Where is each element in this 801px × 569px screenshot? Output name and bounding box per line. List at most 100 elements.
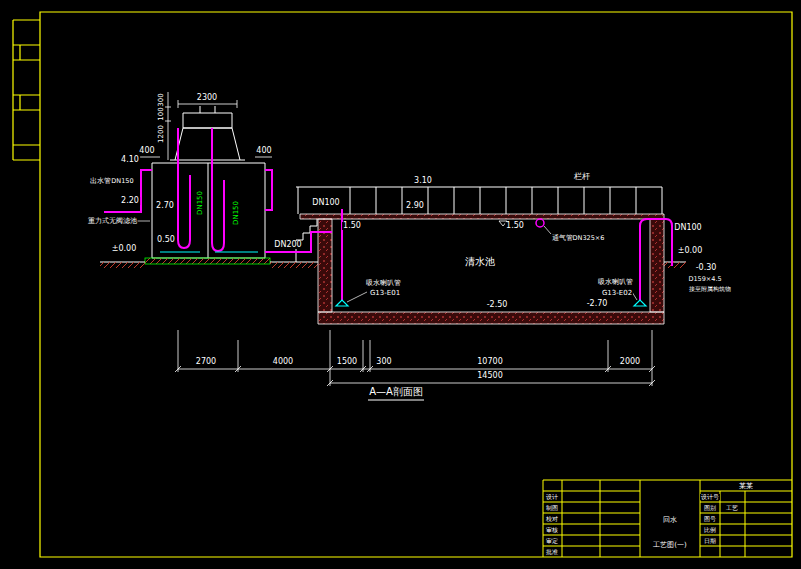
label-wrap: 工艺图(一) <box>652 542 687 549</box>
label-wrap: 制图 <box>545 505 559 511</box>
label-wrap: 图别 <box>703 505 717 511</box>
annotation-text: ±0.00 <box>677 247 704 255</box>
filter-pipes <box>104 128 272 251</box>
annotation-text: 审定 <box>545 538 559 544</box>
tank-concrete <box>300 214 664 324</box>
clear-water-tank: 清水池 <box>332 219 650 312</box>
pipe-connector <box>265 232 332 252</box>
label-wrap: 栏杆 <box>573 173 591 181</box>
annotation-text: 某某 <box>738 483 754 490</box>
dimension-lines <box>175 330 655 386</box>
annotation-text: 1.50 <box>505 222 525 230</box>
annotation-text: DN100 <box>673 224 702 232</box>
pipe-size: DN200 <box>273 241 302 249</box>
label-wrap: 14500 <box>476 372 503 380</box>
annotation-text: 2.20 <box>120 197 140 205</box>
label-wrap: 吸水喇叭管 <box>597 279 634 286</box>
annotation-text: G13-E02 <box>601 290 633 297</box>
annotation-text: 2.90 <box>405 202 425 210</box>
label-wrap: 接至附属构筑物 <box>688 286 732 292</box>
node-label: DN150 <box>233 201 240 225</box>
section-caption: A—A剖面图 <box>368 387 424 397</box>
label-wrap: 重力式无阀滤池 <box>87 218 138 225</box>
annotation-text: 1.50 <box>342 222 362 230</box>
annotation-text: 日期 <box>703 538 717 544</box>
annotation-text: 审核 <box>545 527 559 533</box>
node-label: DN150 <box>197 191 204 215</box>
annotation-text: 400 <box>255 147 272 155</box>
node-text-wrap: 清水池 <box>465 257 495 267</box>
label-wrap: 400 <box>138 147 155 155</box>
label-wrap: 2700 <box>195 358 217 366</box>
annotation-text: 2700 <box>195 358 217 366</box>
annotation-text: 回水 <box>662 517 678 524</box>
vent-pipe <box>536 219 544 227</box>
annotation-text: 100 <box>158 106 165 121</box>
caption-wrap: A—A剖面图 <box>368 387 424 397</box>
label-wrap: 批准 <box>545 549 559 555</box>
label-wrap: 400 <box>255 147 272 155</box>
ground-hatch <box>664 262 686 268</box>
label-wrap: 0.50 <box>156 236 176 244</box>
annotation-text: 2000 <box>619 358 641 366</box>
annotation-text: -2.50 <box>486 301 509 309</box>
annotation-text: 比例 <box>703 527 717 533</box>
annotation-text: 图号 <box>703 516 717 522</box>
railing <box>296 187 662 214</box>
leader-lines <box>136 221 637 302</box>
annotation-text: 4000 <box>272 358 294 366</box>
label-wrap: 3.10 <box>413 177 433 185</box>
sheet-frame <box>13 12 792 557</box>
annotation-text: 设计 <box>545 494 559 500</box>
filter-body <box>152 106 265 258</box>
annotation-text: 10700 <box>476 358 503 366</box>
annotation-text: 400 <box>138 147 155 155</box>
filter-internals <box>160 252 258 253</box>
node-label: 清水池 <box>465 257 495 267</box>
annotation-text: 工艺图(一) <box>652 542 687 549</box>
label-wrap: 100 <box>158 106 165 121</box>
annotation-text: 批准 <box>545 549 559 555</box>
label-wrap: 某某 <box>738 483 754 490</box>
annotation-text: 设计号 <box>700 494 720 500</box>
annotation-text: 吸水喇叭管 <box>597 279 634 286</box>
annotation-text: D159×4.5 <box>687 276 722 283</box>
annotation-text: -2.70 <box>586 300 609 308</box>
annotation-text: 0.50 <box>156 236 176 244</box>
annotation-text: 通气管DN325×6 <box>551 235 606 242</box>
label-wrap: 审核 <box>545 527 559 533</box>
node-text-wrap: DN150 <box>233 201 240 225</box>
edge-label-wrap: DN200 <box>273 241 302 249</box>
label-wrap: 1200 <box>158 124 165 144</box>
ground-hatch <box>270 262 318 268</box>
annotation-text: 校对 <box>545 516 559 522</box>
label-wrap: DN100 <box>673 224 702 232</box>
ground-line <box>100 262 686 263</box>
label-wrap: -2.50 <box>486 301 509 309</box>
label-wrap: 图号 <box>703 516 717 522</box>
annotation-text: 栏杆 <box>573 173 591 181</box>
node-text-wrap: DN150 <box>197 191 204 215</box>
label-wrap: -0.30 <box>695 264 718 272</box>
annotation-text: DN100 <box>311 199 340 207</box>
label-wrap: 比例 <box>703 527 717 533</box>
annotation-text: 300 <box>375 358 392 366</box>
label-wrap: 10700 <box>476 358 503 366</box>
label-wrap: G13-E02 <box>601 290 633 297</box>
label-wrap: 2.90 <box>405 202 425 210</box>
label-wrap: 设计号 <box>700 494 720 500</box>
annotation-text: 4.10 <box>120 156 140 164</box>
label-wrap: DN100 <box>311 199 340 207</box>
annotation-text: ±0.00 <box>111 245 138 253</box>
annotation-text: 14500 <box>476 372 503 380</box>
annotation-text: 工艺 <box>725 505 739 511</box>
annotation-text: 3.10 <box>413 177 433 185</box>
label-wrap: 2300 <box>196 94 218 102</box>
annotation-text: -0.30 <box>695 264 718 272</box>
label-wrap: 1.50 <box>342 222 362 230</box>
annotation-text: 图别 <box>703 505 717 511</box>
filter-base <box>145 258 270 264</box>
label-wrap: 出水管DN150 <box>89 178 134 185</box>
label-wrap: ±0.00 <box>111 245 138 253</box>
tank-pipes <box>342 209 672 300</box>
